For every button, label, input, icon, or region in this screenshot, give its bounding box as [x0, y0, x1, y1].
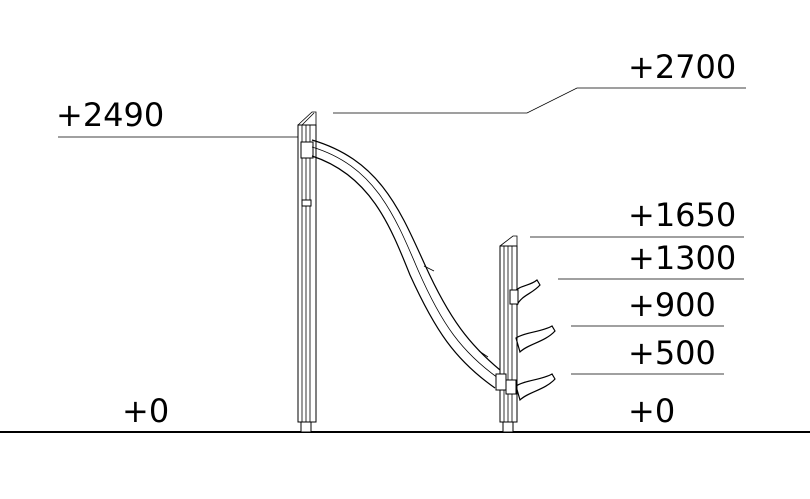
label-elev-500: +500: [628, 334, 716, 372]
label-elev-1300: +1300: [628, 239, 736, 277]
leader-lines: [58, 87, 746, 375]
label-elev-900: +900: [628, 286, 716, 324]
short-post: [495, 235, 518, 433]
tall-post: [297, 111, 317, 433]
leader-2700: [333, 87, 746, 114]
label-elev-0-left: +0: [122, 392, 169, 430]
label-elev-2490: +2490: [56, 96, 164, 134]
step-middle: [515, 325, 556, 354]
step-lower: [505, 373, 556, 402]
label-elev-0-right: +0: [628, 392, 675, 430]
label-elev-2700: +2700: [628, 48, 736, 86]
label-elev-1650: +1650: [628, 196, 736, 234]
step-upper: [509, 279, 541, 307]
slide-chute: [311, 139, 501, 389]
